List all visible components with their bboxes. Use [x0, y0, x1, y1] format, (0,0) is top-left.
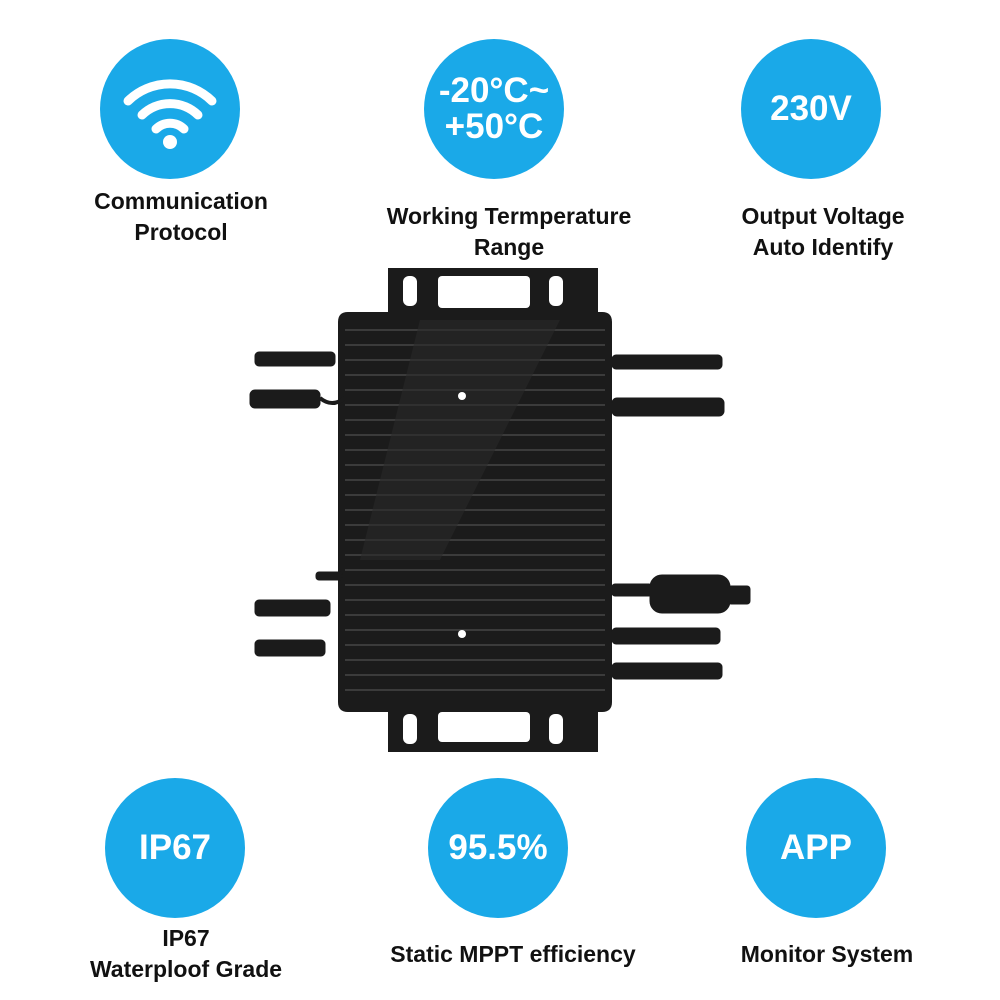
- temperature-badge-text: -20°C~ +50°C: [438, 71, 550, 146]
- app-badge-text: APP: [780, 828, 852, 867]
- voltage-badge: 230V: [741, 39, 881, 179]
- ip67-badge-text: IP67: [139, 828, 211, 867]
- temperature-badge: -20°C~ +50°C: [424, 39, 564, 179]
- efficiency-badge-text: 95.5%: [448, 828, 548, 867]
- voltage-caption: Output Voltage Auto Identify: [741, 203, 905, 260]
- app-caption: Monitor System: [740, 941, 914, 967]
- ip67-badge: IP67: [105, 778, 245, 918]
- temperature-caption: Working Termperature Range: [386, 203, 632, 260]
- efficiency-caption: Static MPPT efficiency: [390, 941, 636, 967]
- communication-badge: [100, 39, 240, 179]
- communication-caption: Communication Protocol: [94, 188, 268, 245]
- wifi-icon: [123, 79, 217, 149]
- efficiency-badge: 95.5%: [428, 778, 568, 918]
- voltage-badge-text: 230V: [770, 89, 852, 128]
- app-badge: APP: [746, 778, 886, 918]
- ip67-caption: IP67 Waterploof Grade: [89, 925, 283, 982]
